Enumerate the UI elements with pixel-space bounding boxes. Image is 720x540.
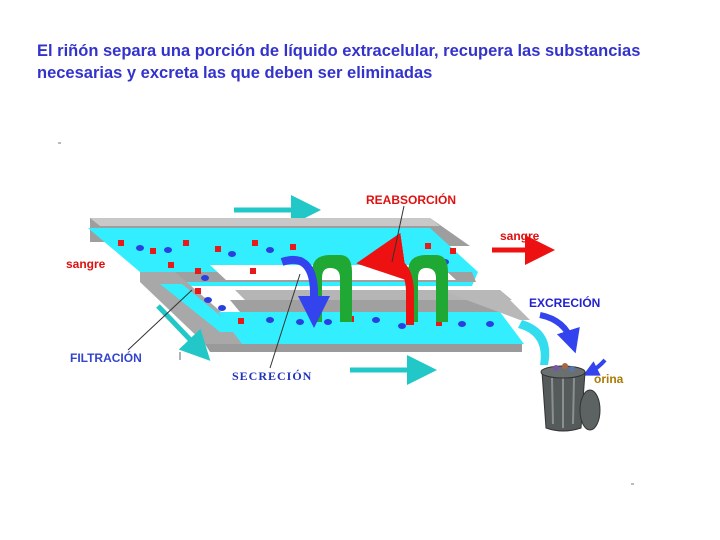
reabsorption-arrow (356, 232, 414, 325)
red-particle (215, 246, 221, 252)
urine-stream (518, 320, 550, 365)
blue-particle (164, 247, 172, 253)
secrecion-label: SECRECIÓN (232, 369, 313, 383)
filtracion-leader (127, 289, 193, 351)
blue-particle (486, 321, 494, 327)
blue-particle (296, 319, 304, 325)
red-particle (118, 240, 124, 246)
red-particle (252, 240, 258, 246)
excretion-arrow (539, 312, 580, 354)
blue-particle (218, 305, 226, 311)
red-particle (250, 268, 256, 274)
blue-particle (398, 323, 406, 329)
blue-particle (266, 247, 274, 253)
orina-arrow (582, 358, 607, 376)
blue-particle (201, 275, 209, 281)
green-arch-right (408, 255, 448, 322)
red-particle (450, 248, 456, 254)
red-particle (238, 318, 244, 324)
blue-particle (372, 317, 380, 323)
filtracion-label: FILTRACIÓN (70, 351, 142, 365)
excrecion-label: EXCRECIÓN (529, 296, 601, 310)
filtration-arrow (156, 304, 211, 361)
red-particle (436, 320, 442, 326)
stray-dot (58, 142, 61, 144)
stray-dot (631, 483, 634, 485)
orina-label: orina (594, 372, 624, 386)
blue-particle (458, 321, 466, 327)
sangre-label-left: sangre (66, 257, 106, 271)
blue-particle (204, 297, 212, 303)
red-particle (195, 268, 201, 274)
secrecion-leader (269, 273, 301, 369)
red-particle (183, 240, 189, 246)
secretion-arrow (280, 256, 330, 328)
reabsorcion-label: REABSORCIÓN (366, 193, 457, 207)
renal-tubule (140, 272, 530, 352)
reabsorcion-leader (391, 205, 405, 263)
red-particle (195, 288, 201, 294)
red-particle (168, 262, 174, 268)
sangre-label-right: sangre (500, 229, 540, 243)
red-particle (425, 243, 431, 249)
blue-particle (324, 319, 332, 325)
red-particle (150, 248, 156, 254)
blue-particle (136, 245, 144, 251)
slide-title: El riñón separa una porción de líquido e… (37, 42, 641, 82)
red-particle (290, 244, 296, 250)
blue-particle (228, 251, 236, 257)
blue-particle (266, 317, 274, 323)
trash-can-icon (540, 363, 601, 432)
